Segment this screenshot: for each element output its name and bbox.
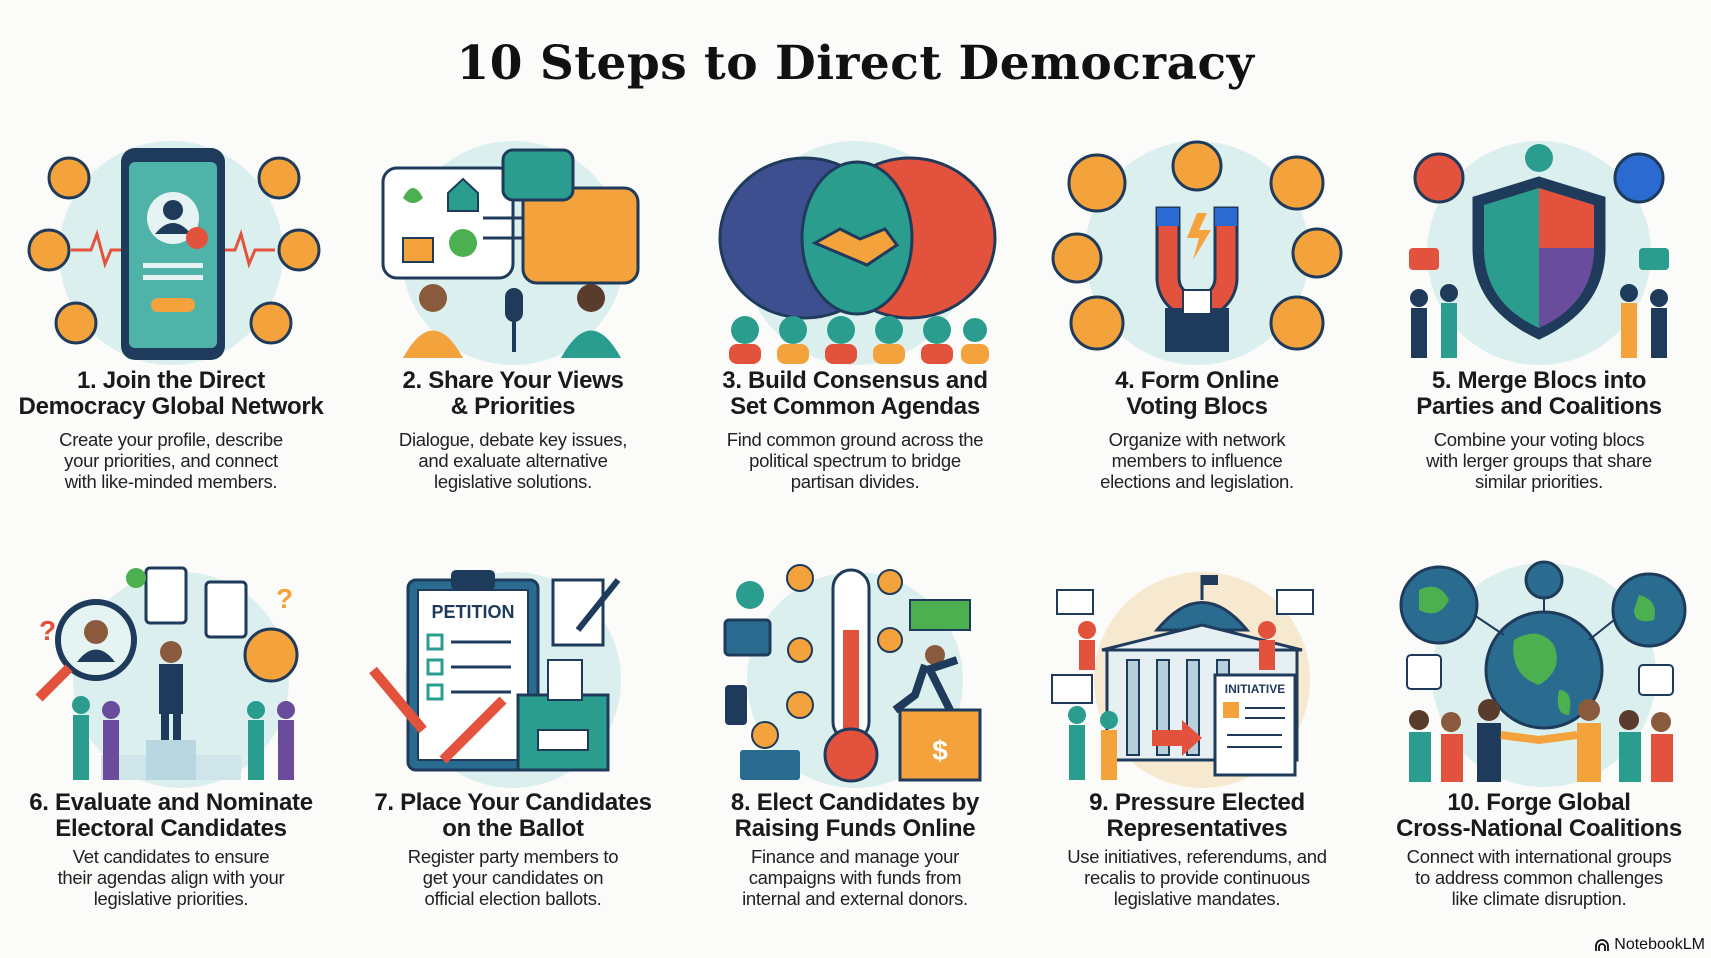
svg-text:$: $: [932, 735, 948, 766]
svg-text:?: ?: [39, 615, 56, 646]
smartphone-profile-icon: [27, 141, 321, 365]
connected-globes-icon: [1399, 560, 1687, 787]
watermark-text: NotebookLM: [1614, 936, 1705, 953]
petition-clipboard-icon: PETITION: [369, 570, 621, 788]
watermark: NotebookLM: [1594, 936, 1705, 954]
magnet-ballot-icon: [1051, 140, 1343, 365]
fundraising-thermometer-icon: $: [723, 564, 982, 788]
notebooklm-logo-icon: [1595, 939, 1610, 951]
step-description: Dialogue, debate key issues,and exaluate…: [398, 429, 628, 492]
speech-bubbles-microphone-icon: [381, 141, 640, 365]
magnifier-candidates-icon: ??: [35, 566, 299, 788]
handshake-icon: [718, 141, 997, 365]
step-title: 2. Share Your Views& Priorities: [402, 367, 624, 420]
svg-text:?: ?: [276, 583, 293, 614]
shield-gears-icon: [1409, 141, 1669, 365]
svg-text:PETITION: PETITION: [431, 602, 514, 622]
svg-text:INITIATIVE: INITIATIVE: [1225, 682, 1285, 696]
step-2-card: 2. Share Your Views& Priorities Dialogue…: [342, 138, 684, 492]
capitol-protest-icon: INITIATIVE: [1051, 572, 1314, 788]
page-title: 10 Steps to Direct Democracy: [456, 36, 1255, 91]
